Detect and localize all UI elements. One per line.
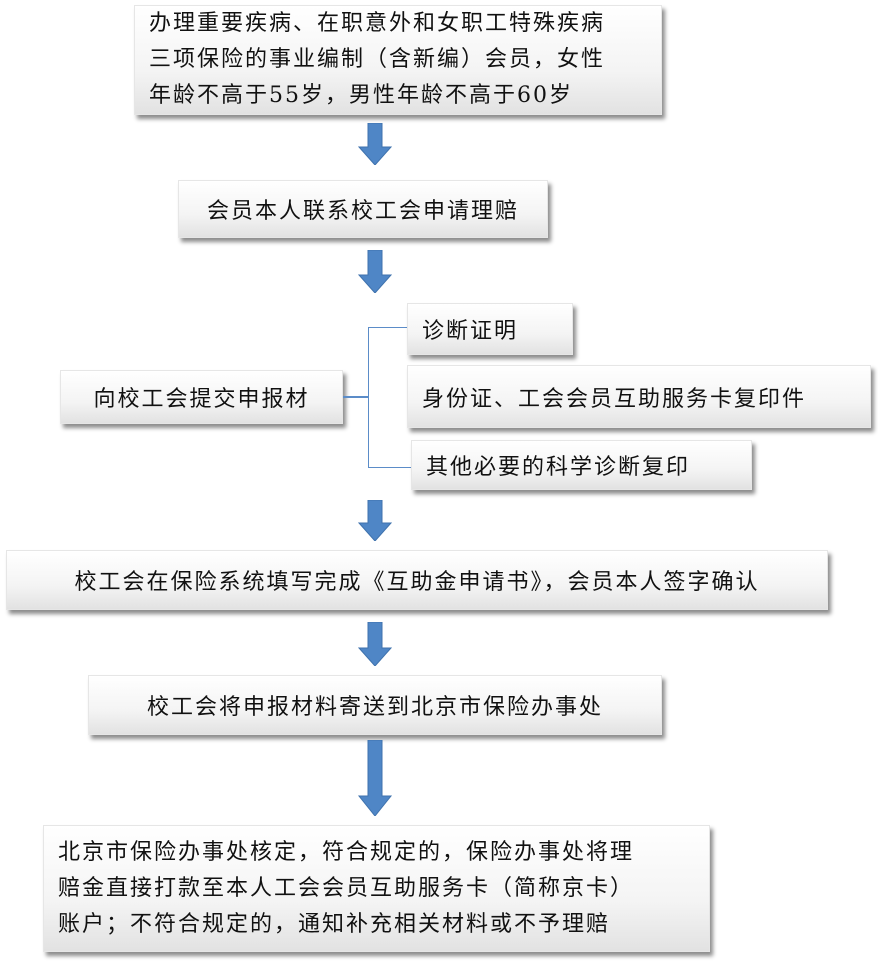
material-item: 身份证、工会会员互助服务卡复印件 (407, 365, 871, 428)
result-line-3: 账户；不符合规定的，通知补充相关材料或不予理赔 (58, 911, 611, 937)
fill-form-label: 校工会在保险系统填写完成《互助金申请书》，会员本人签字确认 (74, 570, 760, 595)
arrow-down-icon (357, 123, 393, 165)
step-contact: 会员本人联系校工会申请理赔 (178, 180, 548, 238)
eligibility-line-2: 三项保险的事业编制（含新编）会员，女性 (149, 47, 606, 72)
arrow-down-icon (357, 500, 393, 541)
result-line-2: 赔金直接打款至本人工会会员互助服务卡（简称京卡） (58, 875, 635, 901)
connector-branch-1 (368, 327, 408, 328)
material-label: 身份证、工会会员互助服务卡复印件 (422, 386, 807, 412)
arrow-down-icon (357, 622, 393, 666)
result-line-1: 北京市保险办事处核定，符合规定的，保险办事处将理 (58, 839, 635, 865)
step-submit: 向校工会提交申报材 (60, 370, 343, 424)
connector-vertical (368, 327, 369, 468)
step-result: 北京市保险办事处核定，符合规定的，保险办事处将理 赔金直接打款至本人工会会员互助… (43, 825, 710, 952)
step-fill-form: 校工会在保险系统填写完成《互助金申请书》，会员本人签字确认 (6, 550, 828, 610)
contact-label: 会员本人联系校工会申请理赔 (206, 199, 519, 224)
connector-branch-3 (368, 467, 412, 468)
step-eligibility: 办理重要疾病、在职意外和女职工特殊疾病 三项保险的事业编制（含新编）会员，女性 … (134, 5, 662, 115)
material-label: 诊断证明 (422, 319, 519, 344)
step-send: 校工会将申报材料寄送到北京市保险办事处 (88, 675, 662, 735)
material-item: 诊断证明 (407, 303, 573, 355)
eligibility-line-1: 办理重要疾病、在职意外和女职工特殊疾病 (149, 11, 606, 36)
arrow-down-icon (357, 740, 393, 816)
eligibility-line-3: 年龄不高于55岁，男性年龄不高于60岁 (149, 83, 573, 108)
material-label: 其他必要的科学诊断复印 (426, 455, 691, 480)
arrow-down-icon (357, 250, 393, 293)
send-label: 校工会将申报材料寄送到北京市保险办事处 (146, 695, 603, 720)
connector-stem (343, 396, 369, 398)
submit-label: 向校工会提交申报材 (93, 387, 310, 412)
material-item: 其他必要的科学诊断复印 (411, 440, 752, 490)
